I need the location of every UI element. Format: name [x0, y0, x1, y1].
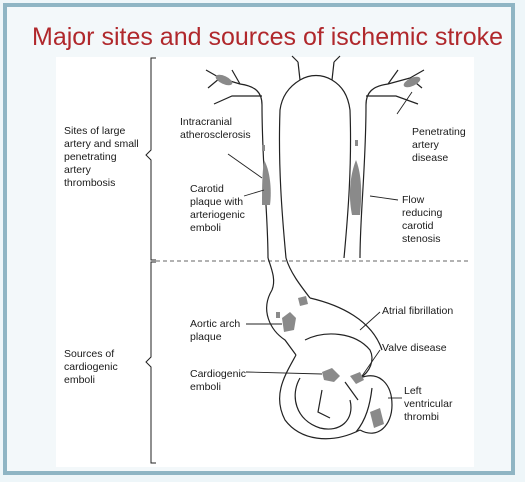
bracket-lower: [146, 262, 156, 463]
label-cardiogenic-emboli: Cardiogenic emboli: [190, 368, 246, 393]
label-lower-bracket: Sources of cardiogenic emboli: [64, 348, 118, 386]
svg-text:reducing: reducing: [402, 207, 442, 219]
svg-text:artery: artery: [64, 164, 92, 176]
svg-text:stenosis: stenosis: [402, 233, 441, 245]
svg-text:Flow: Flow: [402, 194, 425, 206]
svg-text:Cardiogenic: Cardiogenic: [190, 368, 246, 380]
svg-text:atherosclerosis: atherosclerosis: [180, 129, 251, 141]
svg-text:thrombosis: thrombosis: [64, 177, 115, 189]
svg-text:Aortic arch: Aortic arch: [190, 318, 240, 330]
label-carotid-plaque: Carotid plaque with arteriogenic emboli: [190, 183, 245, 234]
svg-text:Penetrating: Penetrating: [412, 126, 466, 138]
svg-text:arteriogenic: arteriogenic: [190, 209, 245, 221]
svg-text:Atrial fibrillation: Atrial fibrillation: [382, 305, 453, 317]
svg-text:disease: disease: [412, 152, 448, 164]
svg-text:Intracranial: Intracranial: [180, 116, 232, 128]
label-upper-bracket: Sites of large artery and small penetrat…: [64, 125, 139, 189]
label-penetrating: Penetrating artery disease: [412, 126, 466, 164]
plaque-marks-upper: [214, 73, 422, 215]
svg-text:Valve disease: Valve disease: [382, 342, 447, 354]
svg-text:artery and small: artery and small: [64, 138, 139, 150]
svg-text:plaque with: plaque with: [190, 196, 243, 208]
svg-text:Carotid: Carotid: [190, 183, 224, 195]
label-aortic-arch: Aortic arch plaque: [190, 318, 240, 343]
svg-text:thrombi: thrombi: [404, 411, 439, 423]
svg-text:emboli: emboli: [64, 374, 95, 386]
svg-text:cardiogenic: cardiogenic: [64, 361, 118, 373]
label-atrial-fibrillation: Atrial fibrillation: [382, 305, 453, 317]
svg-text:artery: artery: [412, 139, 440, 151]
svg-text:plaque: plaque: [190, 331, 222, 343]
svg-text:carotid: carotid: [402, 220, 434, 232]
vessel-tree: [206, 56, 424, 258]
label-ventricular-thrombi: Left ventricular thrombi: [404, 385, 453, 423]
label-valve-disease: Valve disease: [382, 342, 447, 354]
svg-text:emboli: emboli: [190, 222, 221, 234]
svg-text:Left: Left: [404, 385, 422, 397]
bracket-upper: [146, 58, 156, 260]
label-intracranial: Intracranial atherosclerosis: [180, 116, 251, 141]
label-flow-stenosis: Flow reducing carotid stenosis: [402, 194, 442, 245]
svg-text:emboli: emboli: [190, 381, 221, 393]
svg-text:Sources of: Sources of: [64, 348, 114, 360]
svg-text:penetrating: penetrating: [64, 151, 117, 163]
svg-text:Sites of large: Sites of large: [64, 125, 125, 137]
svg-text:ventricular: ventricular: [404, 398, 453, 410]
